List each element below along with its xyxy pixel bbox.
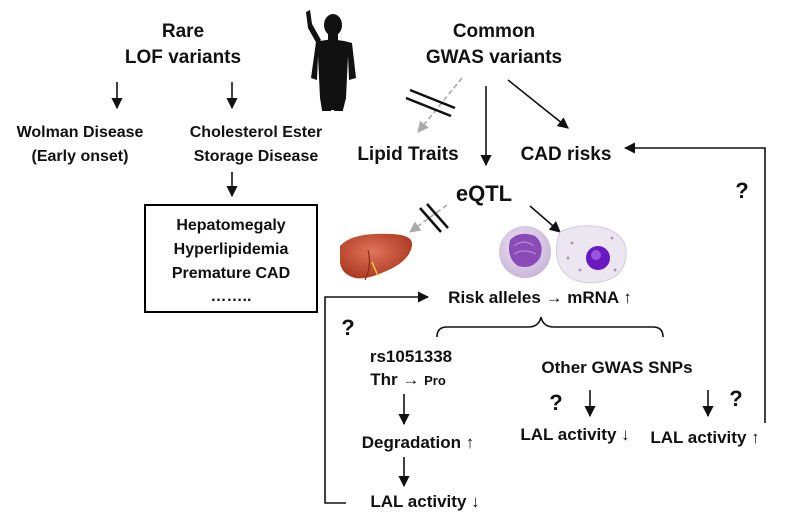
wolman-onset-label: (Early onset) <box>32 148 129 165</box>
human-silhouette-icon <box>306 10 356 111</box>
wolman-label: Wolman Disease <box>17 124 144 141</box>
lal-activity-down-2: LAL activity ↓ <box>520 425 629 444</box>
eqtl-label: eQTL <box>456 181 512 206</box>
branch-bracket <box>436 316 664 338</box>
feedback-loop-line <box>324 291 430 504</box>
question-mark-loop: ? <box>341 315 354 340</box>
cesd-label-2: Storage Disease <box>194 148 319 165</box>
block-mark-lipid-2 <box>405 96 452 118</box>
symptom-hepatomegaly: Hepatomegaly <box>176 217 285 234</box>
rs1051338-label: rs1051338 <box>370 347 452 366</box>
feedback-to-cad-line <box>623 142 766 423</box>
block-mark-liver-2 <box>426 203 449 229</box>
rare-label: Rare <box>162 21 204 42</box>
thr-pro-label: Thr → Pro <box>370 370 446 389</box>
cesd-label: Cholesterol Ester <box>190 124 322 141</box>
arrow-eqtl-to-cells <box>529 205 561 233</box>
other-gwas-snps-label: Other GWAS SNPs <box>541 358 692 377</box>
question-mark-mid: ? <box>549 390 562 415</box>
symptom-hyperlipidemia: Hyperlipidemia <box>174 241 289 258</box>
symptom-premature-cad: Premature CAD <box>172 265 290 282</box>
block-mark-liver-1 <box>419 207 442 233</box>
gwas-variants-label: GWAS variants <box>426 47 562 68</box>
arrow-gwas-to-cad <box>507 79 569 129</box>
lal-activity-down-1: LAL activity ↓ <box>370 492 479 511</box>
lipid-traits-label: Lipid Traits <box>357 144 458 165</box>
symptoms-box <box>144 204 318 313</box>
liver-icon <box>340 233 413 281</box>
degradation-label: Degradation ↑ <box>362 433 474 452</box>
common-label: Common <box>453 21 535 42</box>
dashed-arrow-to-lipid <box>417 77 463 133</box>
symptom-ellipsis: …….. <box>211 288 252 305</box>
risk-alleles-label: Risk alleles → mRNA ↑ <box>448 288 632 307</box>
lof-variants-label: LOF variants <box>125 47 241 68</box>
cad-risks-label: CAD risks <box>521 144 612 165</box>
monocyte-cell-icon <box>499 226 551 278</box>
question-mark-right: ? <box>729 386 742 411</box>
macrophage-cell-icon <box>556 225 627 284</box>
block-mark-lipid-1 <box>409 88 456 110</box>
lal-activity-up: LAL activity ↑ <box>650 428 759 447</box>
question-mark-cad: ? <box>735 178 748 203</box>
